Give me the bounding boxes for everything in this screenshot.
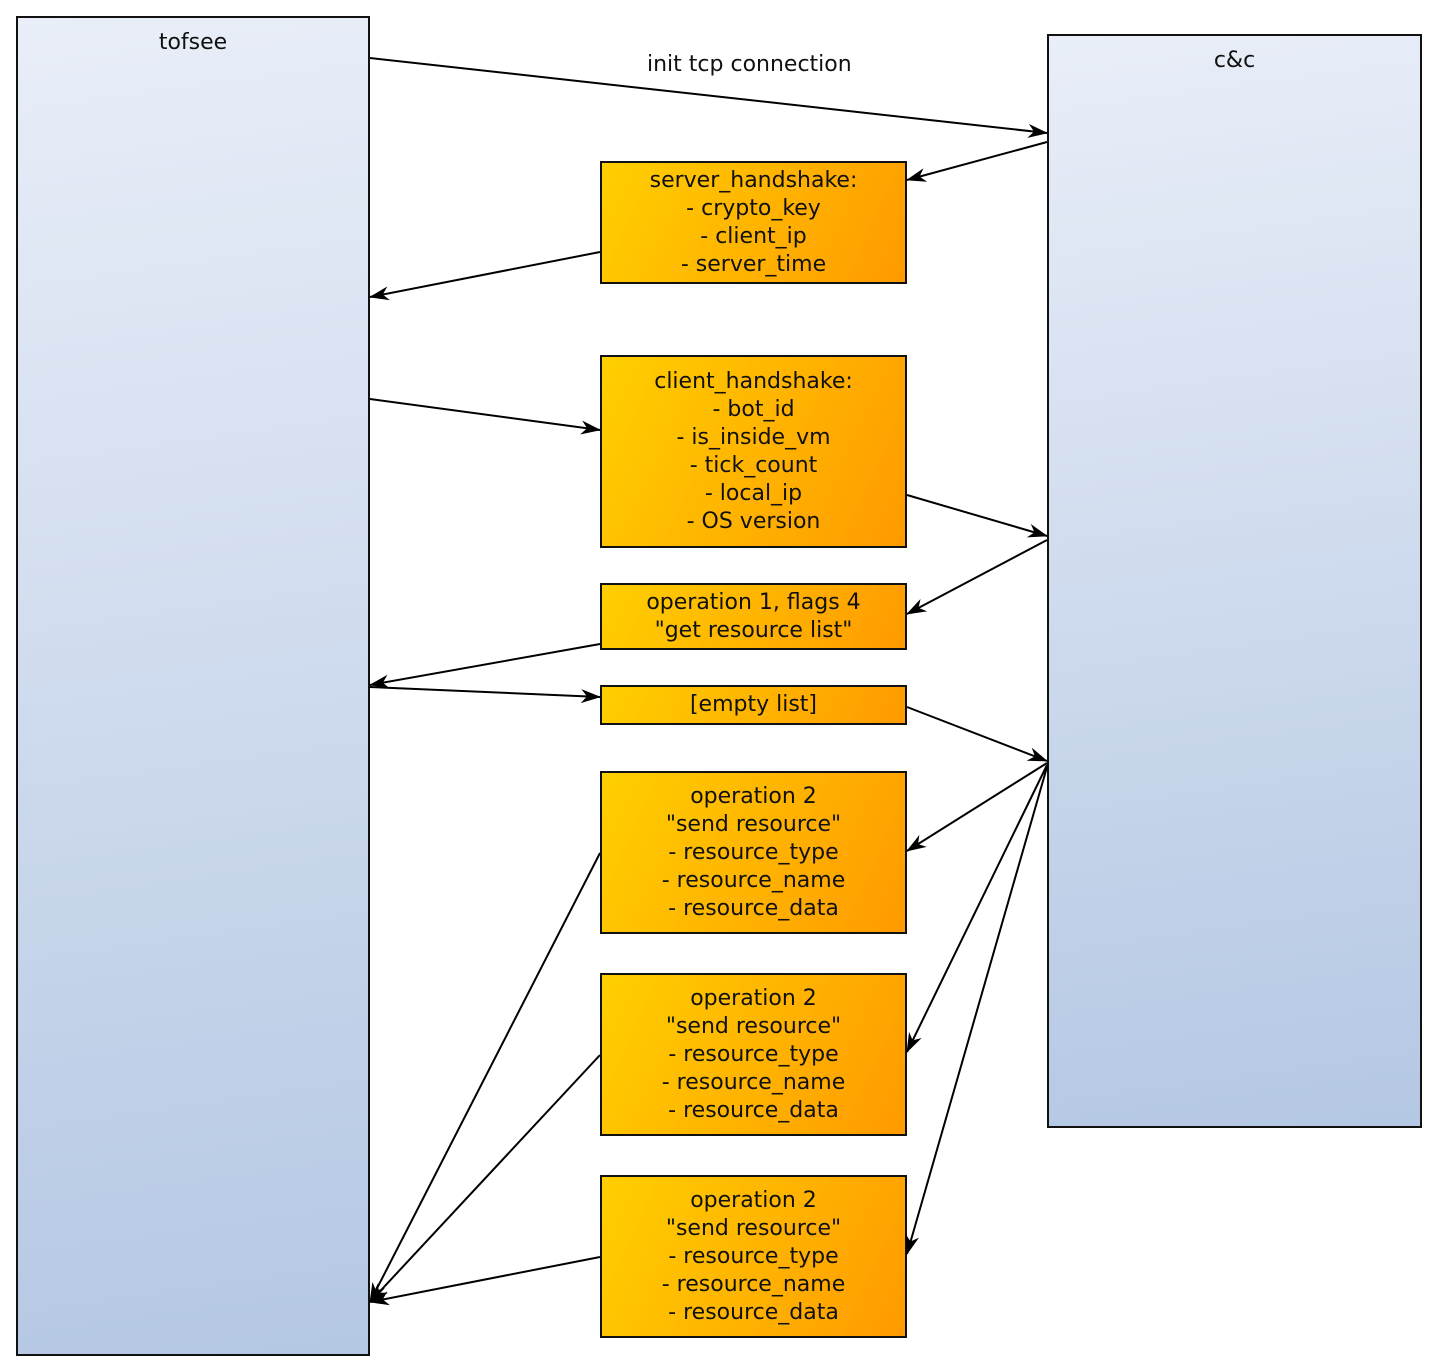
- empty-list-to-cnc-arrow: [906, 706, 1048, 762]
- send-resource-line: - resource_data: [668, 1097, 839, 1123]
- empty-list-line: [empty list]: [689, 692, 818, 717]
- send-resource-line: - resource_name: [661, 867, 846, 893]
- get-resource-list-line: "get resource list": [654, 617, 853, 643]
- cnc-to-server-handshake-arrow: [906, 141, 1048, 182]
- server-handshake-line: - server_time: [680, 251, 827, 277]
- send-resource-line: - resource_type: [668, 839, 839, 865]
- send-resource-3-to-tofsee-arrow: [369, 1256, 601, 1306]
- client-handshake-line: - tick_count: [689, 452, 818, 478]
- cnc-lane: c&c: [1047, 34, 1422, 1128]
- client-handshake-box: client_handshake: - bot_id - is_inside_v…: [600, 355, 907, 548]
- get-list-to-tofsee-arrow: [369, 643, 601, 689]
- send-resource-box-3: operation 2 "send resource" - resource_t…: [600, 1175, 907, 1338]
- tofsee-lane-title: tofsee: [158, 30, 228, 55]
- send-resource-line: operation 2: [690, 1187, 817, 1213]
- tofsee-to-client-handshake-arrow: [369, 398, 601, 435]
- init-tcp-arrow: [369, 57, 1048, 138]
- server-handshake-to-tofsee-arrow: [369, 251, 601, 301]
- send-resource-2-to-tofsee-arrow: [369, 1054, 601, 1303]
- cnc-to-send-resource-3-arrow: [905, 766, 1048, 1255]
- client-handshake-line: client_handshake:: [654, 368, 853, 394]
- cnc-lane-title: c&c: [1213, 48, 1256, 73]
- client-handshake-line: - local_ip: [704, 480, 803, 506]
- tofsee-to-empty-list-arrow: [369, 686, 601, 704]
- cnc-to-send-resource-2-arrow: [906, 764, 1048, 1053]
- server-handshake-line: - crypto_key: [686, 195, 821, 221]
- send-resource-box-1: operation 2 "send resource" - resource_t…: [600, 771, 907, 934]
- client-handshake-line: - bot_id: [712, 396, 795, 422]
- send-resource-1-to-tofsee-arrow: [369, 852, 601, 1303]
- server-handshake-line: - client_ip: [700, 223, 807, 249]
- send-resource-line: - resource_data: [668, 1299, 839, 1325]
- client-handshake-to-cnc-arrow: [906, 494, 1048, 538]
- send-resource-box-2: operation 2 "send resource" - resource_t…: [600, 973, 907, 1136]
- send-resource-line: - resource_name: [661, 1069, 846, 1095]
- send-resource-line: "send resource": [665, 1215, 842, 1241]
- server-handshake-line: server_handshake:: [649, 167, 858, 193]
- send-resource-line: - resource_name: [661, 1271, 846, 1297]
- server-handshake-box: server_handshake: - crypto_key - client_…: [600, 161, 907, 284]
- client-handshake-line: - OS version: [686, 508, 821, 534]
- send-resource-line: - resource_type: [668, 1041, 839, 1067]
- get-resource-list-line: operation 1, flags 4: [646, 589, 861, 615]
- send-resource-line: "send resource": [665, 1013, 842, 1039]
- get-resource-list-box: operation 1, flags 4 "get resource list": [600, 583, 907, 650]
- send-resource-line: - resource_type: [668, 1243, 839, 1269]
- cnc-to-get-list-arrow: [906, 539, 1048, 615]
- send-resource-line: operation 2: [690, 783, 817, 809]
- client-handshake-line: - is_inside_vm: [676, 424, 831, 450]
- send-resource-line: "send resource": [665, 811, 842, 837]
- send-resource-line: operation 2: [690, 985, 817, 1011]
- tofsee-lane: tofsee: [16, 16, 370, 1356]
- send-resource-line: - resource_data: [668, 895, 839, 921]
- init-tcp-connection-label: init tcp connection: [647, 52, 852, 77]
- cnc-to-send-resource-1-arrow: [906, 762, 1048, 852]
- empty-list-box: [empty list]: [600, 685, 907, 725]
